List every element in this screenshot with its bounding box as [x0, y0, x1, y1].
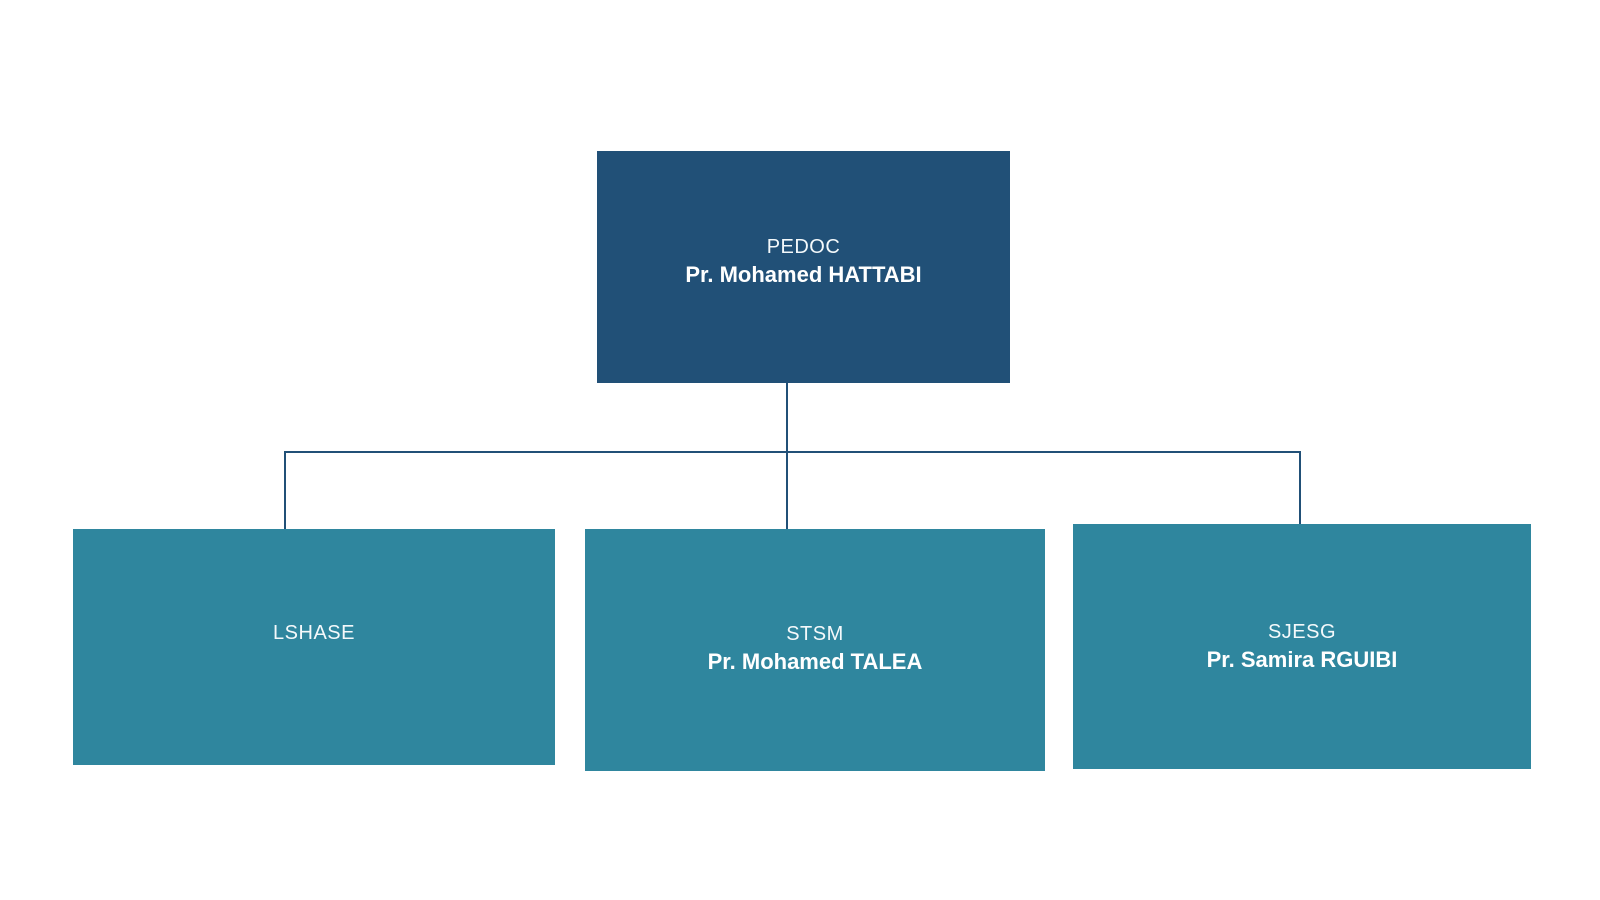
org-node-text: LSHASE — [273, 619, 355, 647]
org-node-text: SJESG Pr. Samira RGUIBI — [1207, 618, 1398, 674]
org-node-head: Pr. Mohamed TALEA — [707, 649, 923, 674]
org-node-lshase: LSHASE — [73, 529, 555, 765]
org-node-stsm: STSM Pr. Mohamed TALEA — [585, 529, 1045, 771]
org-node-pedoc: PEDOC Pr. Mohamed HATTABI — [597, 151, 1010, 383]
org-node-text: STSM Pr. Mohamed TALEA — [708, 620, 923, 676]
org-node-unit: LSHASE — [273, 622, 355, 644]
connector-drop-left — [284, 451, 286, 529]
org-node-sjesg: SJESG Pr. Samira RGUIBI — [1073, 524, 1531, 769]
org-node-unit: SJESG — [1267, 620, 1337, 643]
org-node-unit: PEDOC — [766, 236, 841, 258]
connector-drop-right — [1299, 451, 1301, 524]
org-node-head: Pr. Samira RGUIBI — [1206, 646, 1398, 672]
org-node-text: PEDOC Pr. Mohamed HATTABI — [685, 233, 921, 289]
org-node-head: Pr. Mohamed HATTABI — [685, 262, 922, 287]
connector-stem — [786, 383, 788, 453]
connector-horizontal — [284, 451, 1301, 453]
org-node-unit: STSM — [786, 623, 844, 645]
connector-drop-middle — [786, 451, 788, 529]
